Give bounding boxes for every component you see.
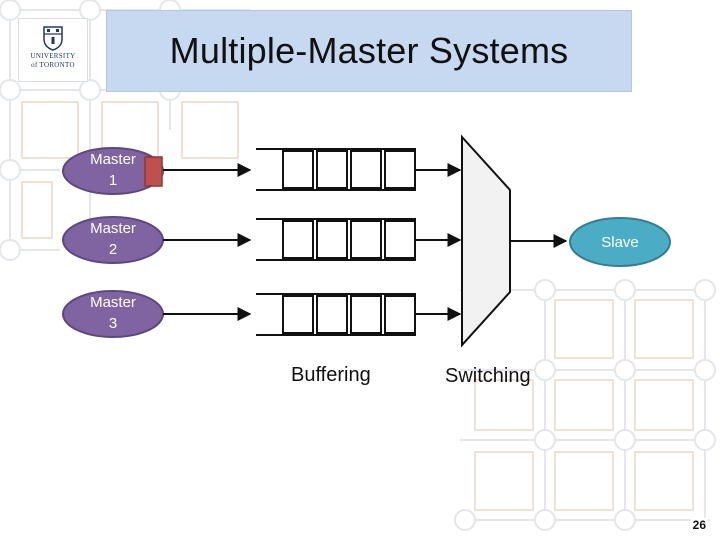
page-number: 26 bbox=[690, 518, 708, 532]
queue-2 bbox=[256, 218, 416, 261]
slave-label: Slave bbox=[601, 234, 639, 251]
switch-multiplexer bbox=[461, 134, 511, 348]
master-3-label: Master 3 bbox=[90, 294, 136, 332]
switching-caption: Switching bbox=[445, 365, 531, 387]
queue-3 bbox=[256, 293, 416, 336]
queue-1 bbox=[256, 148, 416, 191]
master-1-label: Master 1 bbox=[90, 151, 136, 189]
university-logo: UNIVERSITY of TORONTO bbox=[18, 18, 88, 82]
master-2-label: Master 2 bbox=[90, 220, 136, 258]
logo-text-line2: of TORONTO bbox=[31, 61, 75, 69]
logo-text-line1: UNIVERSITY bbox=[30, 52, 76, 60]
pending-request-marker bbox=[144, 156, 163, 187]
title-banner: Multiple-Master Systems bbox=[106, 10, 632, 92]
slide-title: Multiple-Master Systems bbox=[169, 30, 569, 71]
slave-node bbox=[569, 217, 671, 267]
crest-icon bbox=[43, 26, 63, 51]
buffering-caption: Buffering bbox=[291, 364, 371, 386]
